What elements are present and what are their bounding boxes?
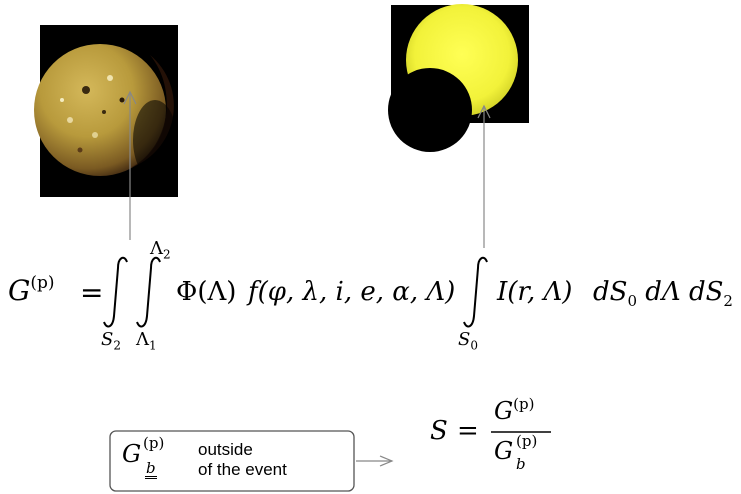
ratio-lhs: S [430, 416, 448, 446]
inner-upper-symbol: Λ [150, 238, 163, 259]
differentials: dS0 dΛ dS2 [593, 277, 733, 310]
inner-lower-sub: 1 [149, 338, 157, 353]
source-lower-sub: 0 [470, 338, 478, 353]
ratio-equals: = [457, 416, 479, 446]
eclipsed-sun-image [388, 4, 529, 152]
inner-lower-symbol: Λ [136, 329, 149, 350]
ratio-denominator: G [494, 437, 513, 465]
arrow-to-io [123, 90, 137, 240]
differential-dlambda-ds2: dΛ dS [645, 277, 724, 307]
inner-integral-lower-limit: Λ1 [136, 329, 157, 353]
outside-event-box [109, 430, 355, 492]
arrow-box-to-ratio [356, 455, 394, 467]
outer-lower-sub: 2 [113, 338, 121, 353]
box-superscript: (p) [143, 434, 165, 452]
source-lower-symbol: S [458, 329, 471, 350]
box-label-line1: outside [198, 440, 253, 459]
differential-ds0: dS [593, 277, 628, 307]
numerator-symbol: G [494, 397, 514, 425]
ratio-numerator: G(p) [494, 395, 535, 425]
outer-integral-lower-limit: S2 [101, 329, 121, 353]
equation-lhs: G(p) [8, 272, 55, 307]
integral-sign-outer [103, 256, 128, 328]
box-g-symbol: G [122, 440, 142, 468]
inner-integral-upper-limit: Λ2 [150, 238, 171, 262]
source-integral-lower-limit: S0 [458, 329, 478, 353]
box-symbol: G [122, 440, 141, 468]
inner-upper-sub: 2 [163, 247, 171, 262]
integral-sign-inner [136, 256, 161, 328]
function-term: f(φ, λ, i, e, α, Λ) [248, 277, 456, 307]
equals-sign: = [80, 276, 104, 309]
denominator-symbol: G [494, 437, 514, 465]
denominator-subscript: b [516, 455, 526, 473]
box-subscript: b [145, 459, 157, 479]
integral-sign-source [463, 256, 488, 328]
box-label-line2: of the event [198, 460, 287, 479]
io-moon-image [34, 25, 178, 197]
numerator-superscript: (p) [513, 395, 535, 413]
lhs-symbol: G [8, 274, 31, 307]
differential-sub-2: 2 [723, 292, 733, 311]
lhs-superscript: (p) [30, 272, 55, 293]
differential-sub-0: 0 [627, 292, 638, 311]
outer-lower-symbol: S [101, 329, 114, 350]
intensity-term: I(r, Λ) [497, 277, 573, 307]
denominator-superscript: (p) [516, 432, 538, 450]
arrow-to-sun [477, 104, 491, 248]
phase-term: Φ(Λ) [176, 277, 237, 307]
